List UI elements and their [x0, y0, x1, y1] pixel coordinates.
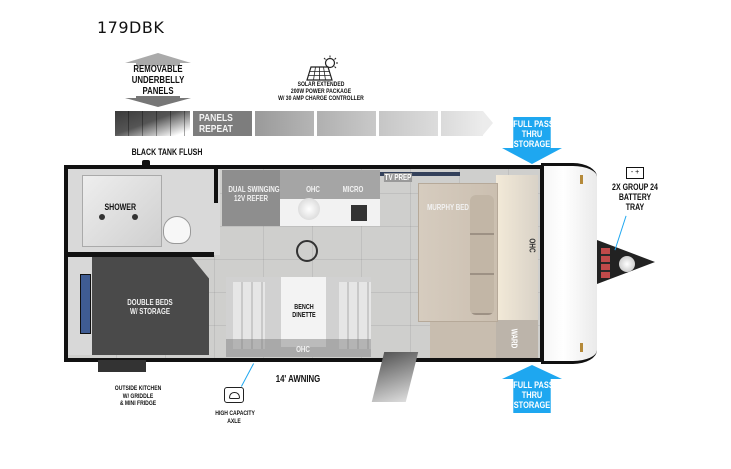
panel-arrow-tip [483, 111, 493, 135]
arrow-down-body [136, 96, 180, 99]
marker-light-icon [580, 175, 583, 184]
battery-tray [601, 248, 610, 278]
valve-icon [142, 160, 150, 168]
dinette-label: BENCH DINETTE [292, 304, 316, 319]
awning-label: 14' AWNING [275, 374, 321, 385]
battery-label: 2X GROUP 24 BATTERY TRAY [612, 182, 658, 212]
model-title: 179DBK [97, 18, 165, 37]
ohc-kitchen-label: OHC [306, 185, 320, 194]
storage-callout-top: FULL PASS THRU STORAGE [513, 117, 554, 150]
window [80, 274, 91, 334]
wall [64, 252, 214, 257]
arrow-up-icon [125, 53, 191, 63]
solar-panel-sun-icon [306, 55, 338, 81]
dinette-ohc [226, 339, 371, 357]
panel-segment-5 [441, 111, 483, 136]
battery-icon: - + [626, 167, 644, 179]
double-beds-label: DOUBLE BEDS W/ STORAGE [127, 298, 173, 316]
panel-segment-3 [317, 111, 376, 136]
arrow-up-icon [502, 365, 562, 379]
panel-segment-1 [193, 111, 252, 136]
front-cabinet [430, 320, 496, 358]
arrow-down-icon [125, 98, 191, 107]
brand-stamp-icon [296, 240, 318, 262]
leader-line [240, 363, 255, 387]
panels-repeat-label: PANELS REPEAT [199, 113, 233, 135]
ward-label: WARD [509, 328, 519, 349]
dinette-bench [233, 282, 265, 349]
murphy-bed-label: MURPHY BED [427, 203, 469, 212]
drain-icon [99, 214, 105, 220]
arrow-down-icon [502, 148, 562, 164]
jack-icon [619, 256, 635, 272]
murphy-bed-cushions [470, 195, 494, 315]
axle-label: HIGH CAPACITY AXLE [215, 410, 255, 425]
micro-label: MICRO [342, 185, 364, 194]
dinette-bench [339, 282, 371, 349]
underbelly-label: REMOVABLE UNDERBELLY PANELS [131, 64, 185, 97]
refer-label: DUAL SWINGING 12V REFER [228, 185, 280, 203]
refrigerator [222, 170, 280, 226]
front-ohc [496, 175, 538, 335]
underbelly-panels-image [115, 111, 190, 136]
toilet-icon [163, 216, 191, 244]
ohc-dinette-label: OHC [296, 345, 310, 354]
drain-icon [132, 214, 138, 220]
scale-icon [224, 387, 244, 403]
sink-icon [298, 198, 320, 220]
wall [214, 169, 218, 203]
marker-light-icon [580, 343, 583, 352]
double-beds [92, 257, 209, 355]
microwave-icon [351, 205, 367, 221]
black-tank-flush-label: BLACK TANK FLUSH [131, 147, 203, 157]
ohc-front-label: OHC [527, 238, 537, 253]
outside-kitchen-label: OUTSIDE KITCHEN W/ GRIDDLE & MINI FRIDGE [114, 385, 162, 407]
front-cap [541, 163, 597, 364]
solar-package-label: SOLAR EXTENDED 200W POWER PACKAGE W/ 30 … [278, 81, 364, 102]
storage-callout-bottom: FULL PASS THRU STORAGE [513, 379, 554, 413]
panel-segment-4 [379, 111, 438, 136]
tv-prep-label: TV PREP [383, 173, 413, 182]
arrow-up-body [136, 62, 180, 66]
wardrobe [496, 320, 538, 358]
shower-stall [82, 175, 162, 247]
outside-kitchen-unit [98, 360, 146, 372]
dinette-table [281, 277, 326, 347]
shower-label: SHOWER [104, 202, 137, 212]
panel-segment-2 [255, 111, 314, 136]
tv-prep-bar [380, 172, 460, 176]
